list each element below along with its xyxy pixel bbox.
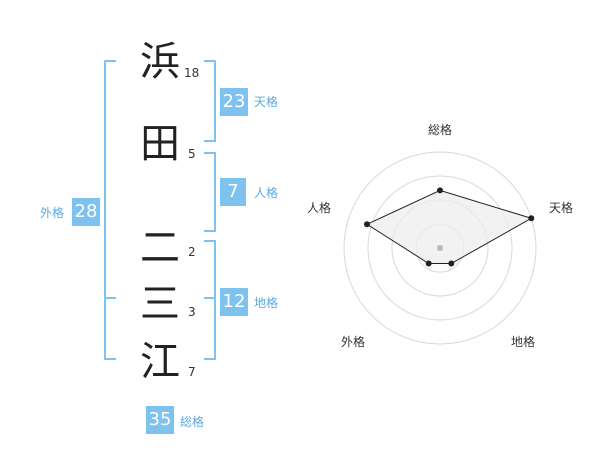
stroke-count-4: 3 (188, 305, 196, 319)
stroke-count-1: 18 (184, 66, 200, 80)
radar-ring (343, 151, 537, 345)
radar-points (364, 187, 535, 267)
radar-point (425, 260, 432, 267)
stroke-count-2: 5 (188, 147, 196, 161)
name-char-4: 三 (140, 281, 180, 327)
radar-point (528, 215, 535, 222)
gaikaku-bracket (104, 60, 116, 360)
chikaku-divider (204, 297, 216, 299)
radar-point (437, 187, 443, 194)
soukaku-value: 35 (146, 406, 174, 434)
radar-polygon (365, 189, 533, 264)
radar-label-tenkaku: 天格 (549, 201, 574, 215)
name-char-2: 田 (140, 121, 180, 167)
radar-ring (367, 175, 513, 321)
gaikaku-value: 28 (72, 198, 100, 226)
jinkaku-value: 7 (220, 178, 246, 206)
tenkaku-value: 23 (220, 88, 248, 116)
name-char-1: 浜 (140, 39, 180, 85)
chikaku-value: 12 (220, 288, 248, 316)
radar-label-chikaku: 地格 (511, 335, 536, 349)
chikaku-bracket (204, 240, 216, 360)
tenkaku-bracket (204, 60, 216, 142)
gaikaku-divider (104, 297, 116, 299)
radar-label-soukaku: 総格 (428, 123, 453, 137)
jinkaku-bracket (204, 152, 216, 232)
jinkaku-label: 人格 (254, 186, 279, 200)
soukaku-label: 総格 (180, 415, 205, 429)
radar-point (448, 260, 455, 267)
radar-label-gaikaku: 外格 (341, 335, 366, 349)
name-char-5: 江 (140, 339, 180, 385)
stroke-count-5: 7 (188, 365, 196, 379)
name-char-3: 二 (140, 225, 180, 271)
gaikaku-label: 外格 (40, 206, 65, 220)
chikaku-label: 地格 (254, 296, 279, 310)
tenkaku-label: 天格 (254, 95, 279, 109)
stroke-count-3: 2 (188, 245, 196, 259)
radar-label-jinkaku: 人格 (307, 201, 332, 215)
radar-point (364, 221, 370, 228)
radar-center-point (437, 245, 443, 251)
